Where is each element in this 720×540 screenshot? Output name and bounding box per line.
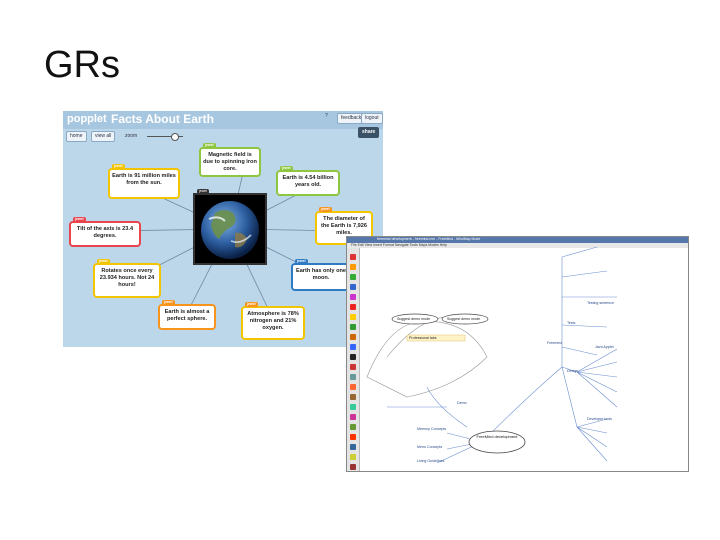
node-sphere[interactable]: jewel Earth is almost a perfect sphere. <box>158 300 216 330</box>
node-magnetic-field[interactable]: jewel Magnetic field is due to spinning … <box>199 143 261 177</box>
popplet-zoom-knob[interactable] <box>171 133 179 141</box>
icon-mail[interactable] <box>350 444 356 450</box>
icon-number[interactable] <box>350 324 356 330</box>
node-distance-from-sun[interactable]: jewel Earth is 91 million miles from the… <box>108 164 180 199</box>
icon-key[interactable] <box>350 374 356 380</box>
icon-orange-star[interactable] <box>350 264 356 270</box>
fm-node-java-applet[interactable]: Java Applet <box>595 345 614 349</box>
popplet-screenshot: popplet Facts About Earth ? feedback log… <box>63 111 383 347</box>
node-atmosphere[interactable]: jewel Atmosphere is 78% nitrogen and 21%… <box>241 302 305 340</box>
icon-purple-idea[interactable] <box>350 294 356 300</box>
popplet-logo: popplet <box>67 113 107 125</box>
freemind-mindmap-canvas <box>366 246 618 464</box>
fm-node-menu-concepts[interactable]: Menu Concepts <box>417 445 443 449</box>
icon-flag-blue[interactable] <box>350 344 356 350</box>
node-diameter[interactable]: jewel The diameter of the Earth is 7,926… <box>315 207 373 245</box>
fm-node-living-guidelines[interactable]: Living Guidelines <box>417 459 445 463</box>
fm-node-demo[interactable]: Demo <box>457 401 467 405</box>
freemind-icon-toolbar <box>347 248 360 471</box>
node-axis-tilt[interactable]: jewel Tilt of the axis is 23.4 degrees. <box>69 217 141 247</box>
icon-attach[interactable] <box>350 424 356 430</box>
freemind-screenshot: freemind development - freemind.mm - Fre… <box>346 236 689 472</box>
fm-node-professional-tabs[interactable]: Professional tabs <box>409 336 437 340</box>
icon-button[interactable] <box>350 464 356 470</box>
fm-node-freemind[interactable]: Freemind <box>547 341 563 345</box>
icon-bulb[interactable] <box>350 314 356 320</box>
icon-smiley[interactable] <box>350 404 356 410</box>
popplet-board-title: Facts About Earth <box>111 112 214 126</box>
fm-node-tests[interactable]: Tests <box>567 321 576 325</box>
popplet-share-button[interactable]: share <box>358 127 380 138</box>
popplet-help-link[interactable]: ? <box>325 113 328 119</box>
icon-blue-info[interactable] <box>350 284 356 290</box>
icon-bomb[interactable] <box>350 354 356 360</box>
slide-title: GRs <box>44 44 120 86</box>
popplet-zoom-label: zoom <box>125 133 138 139</box>
earth-globe-icon <box>195 195 265 263</box>
icon-star[interactable] <box>350 454 356 460</box>
popplet-header: popplet Facts About Earth ? feedback log… <box>63 111 383 129</box>
icon-clock[interactable] <box>350 334 356 340</box>
fm-node-memory-concepts[interactable]: Memory Concepts <box>417 427 447 431</box>
popplet-logout-button[interactable]: logout <box>361 113 383 124</box>
fm-node-suggest-demo-1[interactable]: Suggest demo mode <box>397 317 431 321</box>
popplet-zoom-slider[interactable] <box>147 136 183 137</box>
node-earth-age[interactable]: jewel Earth is 4.54 billion years old. <box>276 166 340 196</box>
node-one-moon[interactable]: jewel Earth has only one moon. <box>291 259 351 291</box>
fm-node-testing[interactable]: Testing sentence <box>587 301 614 305</box>
popplet-home-button[interactable]: home <box>66 131 87 142</box>
icon-heart[interactable] <box>350 364 356 370</box>
freemind-title-bar: freemind development - freemind.mm - Fre… <box>347 237 688 243</box>
icon-home[interactable] <box>350 384 356 390</box>
icon-warning[interactable] <box>350 434 356 440</box>
icon-question[interactable] <box>350 414 356 420</box>
icon-red-flag[interactable] <box>350 254 356 260</box>
popplet-toolbar: home view all zoom <box>63 129 383 142</box>
icon-green-check[interactable] <box>350 274 356 280</box>
fm-node-developer-tools[interactable]: Developer tools <box>587 417 612 421</box>
fm-node-design[interactable]: Design <box>567 369 579 373</box>
fm-node-suggest-demo-2[interactable]: Suggest demo mode <box>447 317 481 321</box>
icon-pencil[interactable] <box>350 394 356 400</box>
freemind-menu-bar: File Edit View Insert Format Navigate To… <box>347 243 688 248</box>
fm-node-central[interactable]: FreeMind development <box>476 434 518 439</box>
popplet-view-all-button[interactable]: view all <box>91 131 116 142</box>
icon-stop[interactable] <box>350 304 356 310</box>
node-rotation[interactable]: jewel Rotates once every 23.934 hours. N… <box>93 259 161 298</box>
earth-image-node[interactable]: jewel <box>193 189 267 265</box>
